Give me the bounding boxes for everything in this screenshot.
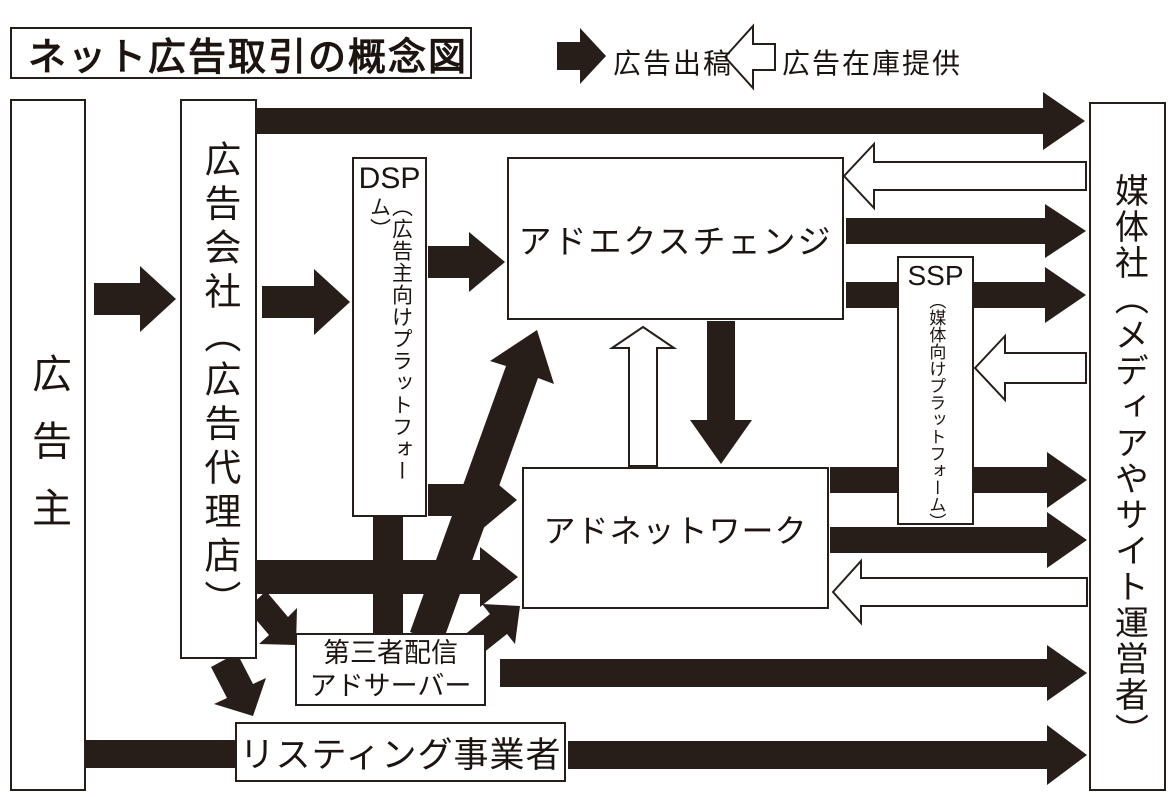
arrow-agency-to-dsp bbox=[262, 269, 350, 335]
legend-white-arrow-icon bbox=[723, 23, 776, 91]
node-ssp-sublabel: （媒体向けプラットフォーム） bbox=[926, 292, 946, 530]
node-media-label: 媒体社（メディアやサイト運営者） bbox=[1109, 172, 1148, 749]
page-title: ネット広告取引の概念図 bbox=[10, 27, 472, 79]
arrow-listing-to-media bbox=[568, 725, 1087, 785]
legend-label-ad-inventory: 広告在庫提供 bbox=[782, 48, 963, 79]
node-ad-exchange-label: アドエクスチェンジ bbox=[518, 222, 833, 260]
arrow-advertiser-to-agency bbox=[94, 266, 176, 332]
node-listing-label: リスティング事業者 bbox=[239, 735, 562, 775]
legend-label-ad-submission: 広告出稿 bbox=[613, 48, 734, 79]
page-title-text: ネット広告取引の概念図 bbox=[28, 36, 469, 79]
node-third-party-ad-server: 第三者配信 アドサーバー bbox=[295, 633, 486, 706]
node-ssp: SSP （媒体向けプラットフォーム） bbox=[897, 256, 974, 530]
arrow-adnetwork-to-adexchange-white-up bbox=[608, 325, 678, 467]
node-listing: リスティング事業者 bbox=[235, 722, 566, 782]
node-ad-network-label: アドネットワーク bbox=[543, 513, 808, 549]
arrow-media-to-adexchange-white bbox=[842, 141, 1087, 211]
connector-dsp-to-thirdparty bbox=[373, 515, 403, 640]
node-ad-network: アドネットワーク bbox=[522, 467, 829, 609]
legend-black-arrow-icon bbox=[557, 28, 606, 84]
arrow-thirdparty-to-adexchange-diagonal bbox=[410, 330, 554, 644]
arrow-thirdparty-to-media bbox=[500, 645, 1087, 701]
arrow-adexchange-to-media-upper bbox=[846, 204, 1086, 258]
arrow-agency-to-media bbox=[256, 92, 1085, 150]
node-dsp-sublabel: （広告主向けプラットフォーム） bbox=[367, 196, 413, 482]
node-dsp-acronym: DSP bbox=[358, 162, 421, 195]
node-third-party-line1: 第三者配信 bbox=[323, 637, 458, 668]
node-agency-label: 広告会社（広告代理店） bbox=[198, 140, 240, 624]
node-advertiser: 広告主 bbox=[10, 99, 86, 791]
node-agency: 広告会社（広告代理店） bbox=[180, 99, 257, 659]
node-advertiser-label: 広告主 bbox=[26, 352, 70, 554]
connector-advertiser-to-listing bbox=[84, 740, 237, 768]
arrow-dsp-to-adexchange bbox=[428, 232, 505, 292]
node-ssp-acronym: SSP bbox=[907, 260, 964, 291]
node-dsp: DSP （広告主向けプラットフォーム） bbox=[352, 157, 427, 517]
arrow-media-to-ssp-white bbox=[973, 333, 1087, 403]
arrow-agency-to-thirdparty-diagonal bbox=[247, 591, 297, 645]
node-third-party-line2: アドサーバー bbox=[309, 670, 472, 701]
node-ad-exchange: アドエクスチェンジ bbox=[507, 157, 844, 320]
arrow-adnetwork-to-media-lower bbox=[830, 512, 1087, 568]
arrow-media-to-adnetwork-white bbox=[831, 558, 1088, 626]
node-media: 媒体社（メディアやサイト運営者） bbox=[1089, 102, 1166, 791]
arrow-adexchange-to-adnetwork-down bbox=[690, 321, 752, 464]
arrow-agency-to-listing-diagonal bbox=[211, 653, 266, 716]
